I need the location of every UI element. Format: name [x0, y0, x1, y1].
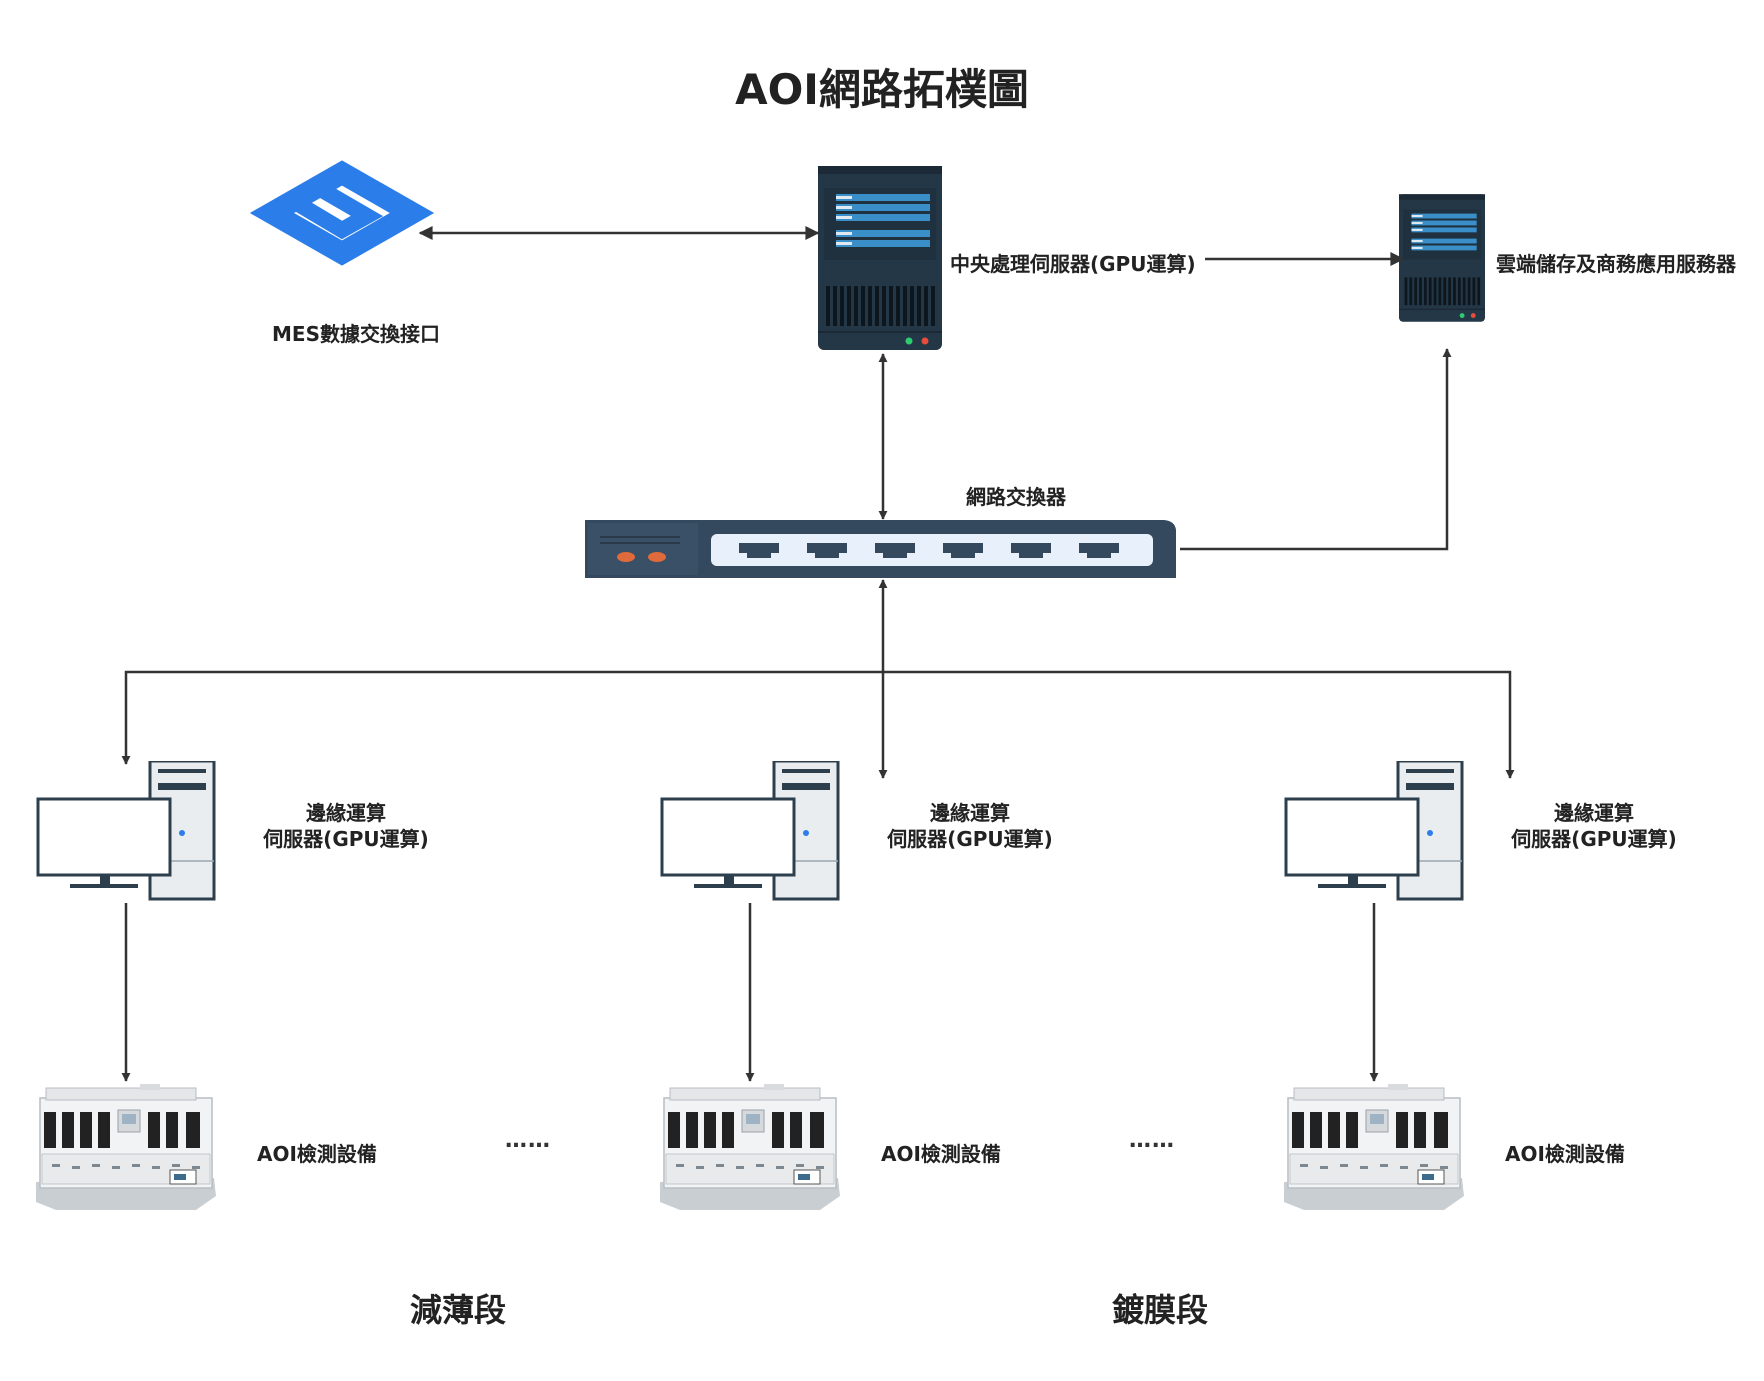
aoi-machine-icon-2: [660, 1084, 840, 1211]
edge-server-label-2: 邊緣運算 伺服器(GPU運算): [880, 800, 1060, 852]
aoi-device-label-3: AOI檢測設備: [1505, 1142, 1625, 1166]
link-switch-cloud: [1180, 348, 1452, 551]
edge-server-label-line2: 伺服器(GPU運算): [887, 827, 1053, 851]
aoi-device-label-2: AOI檢測設備: [881, 1142, 1001, 1166]
central-server-label: 中央處理伺服器(GPU運算): [950, 252, 1196, 276]
cloud-server-label: 雲端儲存及商務應用服務器: [1496, 252, 1736, 276]
edge-server-label-line1: 邊緣運算: [930, 801, 1010, 825]
more-devices-ellipsis-2: ……: [1129, 1128, 1175, 1153]
diagram-title: AOI網路拓樸圖: [735, 65, 1029, 114]
mes-label: MES數據交換接口: [272, 322, 440, 346]
edge-server-icon-2: [660, 761, 840, 901]
edge-server-label-line2: 伺服器(GPU運算): [1511, 827, 1677, 851]
network-switch-icon: [585, 520, 1176, 578]
edge-server-label-line2: 伺服器(GPU運算): [263, 827, 429, 851]
cloud-server-icon: [1399, 194, 1485, 322]
link-trunk-edge-3: [883, 670, 1515, 779]
more-devices-ellipsis-1: ……: [505, 1128, 551, 1153]
aoi-machine-icon-1: [36, 1084, 216, 1211]
edge-server-label-1: 邊緣運算 伺服器(GPU運算): [256, 800, 436, 852]
aoi-machine-icon-3: [1284, 1084, 1464, 1211]
edge-server-icon-1: [36, 761, 216, 901]
edge-server-label-line1: 邊緣運算: [1554, 801, 1634, 825]
link-trunk-edge-1: [121, 670, 883, 765]
edge-server-label-3: 邊緣運算 伺服器(GPU運算): [1504, 800, 1684, 852]
central-server-icon: [818, 166, 942, 350]
aoi-device-label-1: AOI檢測設備: [257, 1142, 377, 1166]
edge-server-icon-3: [1284, 761, 1464, 901]
section-label-thinning: 減薄段: [410, 1291, 507, 1329]
edge-server-label-line1: 邊緣運算: [306, 801, 386, 825]
switch-label: 網路交換器: [966, 485, 1066, 509]
section-label-coating: 鍍膜段: [1112, 1291, 1209, 1329]
mes-logo-icon: [249, 160, 435, 266]
